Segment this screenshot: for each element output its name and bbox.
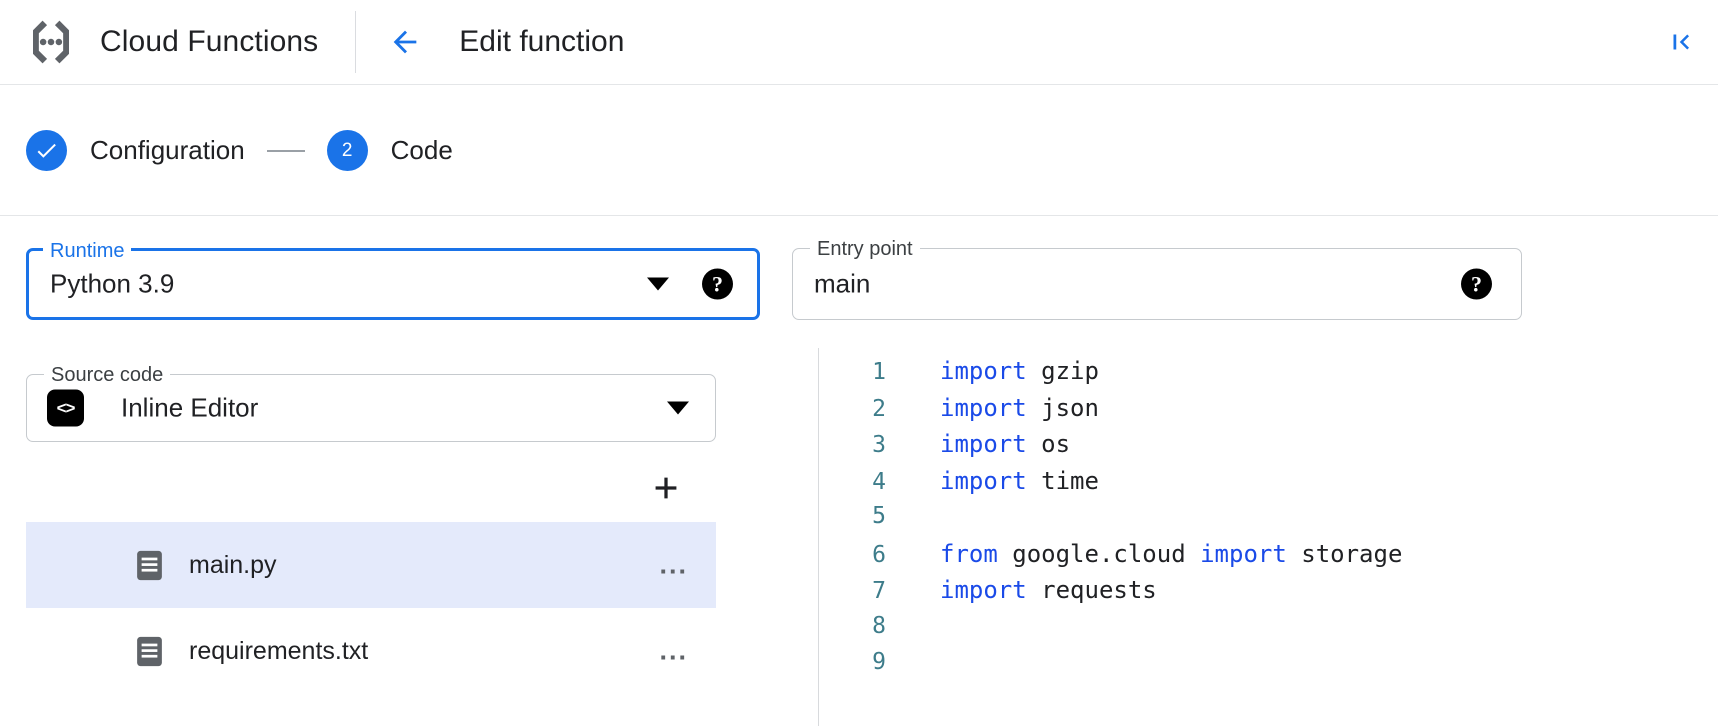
step-connector bbox=[266, 149, 305, 152]
back-button[interactable] bbox=[381, 18, 429, 66]
chevron-down-icon[interactable] bbox=[647, 277, 669, 291]
code-keyword: import bbox=[940, 393, 1027, 422]
entry-point-input[interactable]: Entry point main ? bbox=[792, 238, 1522, 320]
code-line: 7 import requests bbox=[830, 576, 1718, 613]
step-code-label: Code bbox=[390, 135, 453, 165]
file-list-item-requirements-txt[interactable]: requirements.txt ... bbox=[26, 608, 716, 694]
step-code-marker: 2 bbox=[326, 130, 368, 171]
line-number: 2 bbox=[872, 395, 886, 422]
line-number: 1 bbox=[872, 359, 886, 385]
code-line: 4 import time bbox=[830, 467, 1718, 504]
code-keyword: import bbox=[940, 576, 1027, 604]
content-area: Runtime Python 3.9 ? Entry point main ? … bbox=[0, 217, 1718, 726]
code-token: time bbox=[1026, 466, 1099, 495]
runtime-value: Python 3.9 bbox=[50, 268, 175, 299]
code-keyword: from bbox=[940, 539, 998, 568]
add-file-button[interactable] bbox=[643, 465, 689, 511]
step-configuration-marker bbox=[26, 130, 67, 171]
entry-point-value[interactable]: main bbox=[814, 268, 871, 299]
file-name: main.py bbox=[189, 550, 277, 579]
check-icon bbox=[37, 143, 56, 158]
entry-point-help-icon[interactable]: ? bbox=[1461, 268, 1492, 300]
code-token: google.cloud bbox=[997, 539, 1201, 568]
pane-divider bbox=[818, 348, 819, 726]
file-document-icon bbox=[137, 550, 162, 580]
file-document-icon bbox=[137, 636, 162, 666]
step-code-number: 2 bbox=[341, 140, 353, 161]
inline-code-editor[interactable]: 1 import gzip 2 import json 3 import os 4 impor… bbox=[830, 357, 1718, 726]
product-title: Cloud Functions bbox=[100, 25, 319, 58]
line-number: 9 bbox=[872, 649, 886, 675]
code-line: 8 bbox=[830, 613, 1718, 650]
step-configuration-label: Configuration bbox=[90, 135, 245, 165]
code-line: 9 bbox=[830, 649, 1718, 686]
line-number: 7 bbox=[872, 578, 886, 604]
code-line: 1 import gzip bbox=[830, 357, 1718, 394]
source-file-list: main.py ... requirements.txt ... bbox=[26, 522, 716, 694]
line-number: 5 bbox=[872, 503, 886, 529]
code-token: os bbox=[1026, 430, 1071, 458]
code-line: 2 import json bbox=[830, 394, 1718, 431]
code-line-text[interactable]: import json bbox=[940, 394, 1099, 422]
code-line: 5 bbox=[830, 503, 1718, 540]
code-line-text[interactable]: import requests bbox=[940, 576, 1157, 604]
code-line-text[interactable]: import time bbox=[940, 467, 1099, 495]
chevron-down-icon[interactable] bbox=[667, 401, 689, 415]
file-name: requirements.txt bbox=[189, 636, 369, 665]
runtime-help-icon[interactable]: ? bbox=[702, 268, 733, 300]
line-number: 8 bbox=[872, 612, 886, 639]
file-overflow-menu-button[interactable]: ... bbox=[659, 549, 688, 580]
code-token: storage bbox=[1286, 539, 1403, 568]
code-brackets-glyph: <> bbox=[56, 398, 76, 418]
code-token: json bbox=[1026, 393, 1099, 422]
source-code-label: Source code bbox=[44, 364, 171, 386]
code-line: 6 from google.cloud import storage bbox=[830, 540, 1718, 577]
entry-point-label: Entry point bbox=[810, 238, 920, 260]
code-line-text[interactable]: import os bbox=[940, 430, 1070, 458]
header-divider bbox=[355, 11, 357, 73]
step-configuration[interactable]: Configuration bbox=[26, 130, 245, 171]
code-line: 3 import os bbox=[830, 430, 1718, 467]
file-overflow-menu-button[interactable]: ... bbox=[659, 635, 688, 666]
first-page-icon bbox=[1673, 34, 1690, 50]
arrow-left-icon bbox=[393, 30, 417, 54]
line-number: 6 bbox=[872, 541, 886, 568]
code-token: requests bbox=[1026, 576, 1157, 604]
line-number: 4 bbox=[872, 468, 886, 495]
plus-icon bbox=[655, 477, 677, 499]
code-brackets-icon: <> bbox=[47, 389, 84, 427]
code-keyword: import bbox=[940, 430, 1027, 458]
line-number: 3 bbox=[872, 432, 886, 458]
code-line-text[interactable]: from google.cloud import storage bbox=[940, 540, 1402, 568]
code-keyword: import bbox=[1200, 539, 1287, 568]
runtime-label: Runtime bbox=[43, 240, 132, 262]
product-brand[interactable]: Cloud Functions bbox=[0, 0, 318, 84]
code-keyword: import bbox=[940, 357, 1027, 385]
code-keyword: import bbox=[940, 466, 1027, 495]
step-code[interactable]: 2 Code bbox=[326, 130, 453, 171]
app-header: Cloud Functions Edit function bbox=[0, 0, 1718, 85]
wizard-stepper: Configuration 2 Code bbox=[0, 86, 1718, 216]
page-title: Edit function bbox=[459, 25, 625, 58]
collapse-panel-button[interactable] bbox=[1658, 19, 1704, 65]
source-code-select[interactable]: Source code <> Inline Editor bbox=[26, 364, 716, 442]
runtime-select[interactable]: Runtime Python 3.9 ? bbox=[26, 240, 760, 320]
code-token: gzip bbox=[1026, 357, 1099, 385]
file-list-item-main-py[interactable]: main.py ... bbox=[26, 522, 716, 608]
cloud-functions-logo bbox=[33, 20, 69, 64]
code-line-text[interactable]: import gzip bbox=[940, 357, 1099, 385]
source-code-value: Inline Editor bbox=[121, 392, 259, 423]
